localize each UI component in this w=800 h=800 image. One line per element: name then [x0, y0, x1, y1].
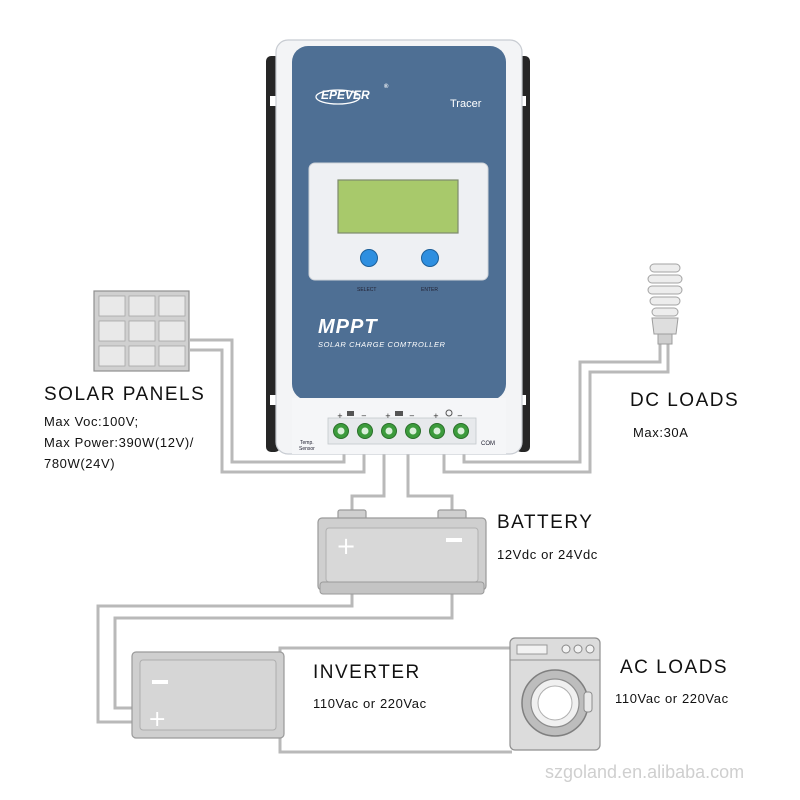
svg-text:−: − [361, 412, 367, 420]
svg-text:+: + [336, 532, 356, 560]
wiring [96, 338, 670, 754]
inverter-icon: + [131, 651, 285, 739]
svg-text:+: + [337, 412, 343, 420]
solar-panels-title: SOLAR PANELS [44, 384, 206, 405]
dc-loads-title: DC LOADS [630, 390, 740, 411]
svg-text:+: + [385, 412, 391, 420]
svg-text:−: − [457, 412, 463, 420]
controller-subtitle: SOLAR CHARGE COMTROLLER [318, 340, 446, 349]
solar-panel-icon [93, 290, 190, 372]
battery-title: BATTERY [497, 512, 594, 533]
battery-icon: + [317, 509, 487, 595]
svg-text:+: + [433, 412, 439, 420]
model-name: Tracer [450, 98, 482, 110]
select-label: SELECT [357, 287, 377, 293]
washing-machine-icon [509, 637, 601, 751]
temp-sensor-label-1: Temp. [300, 440, 314, 446]
select-button[interactable] [360, 249, 378, 267]
enter-button[interactable] [421, 249, 439, 267]
solar-panels-spec-3: 780W(24V) [44, 456, 116, 471]
registered-mark: ® [384, 84, 389, 90]
light-bulb-icon [647, 263, 683, 345]
dc-loads-spec: Max:30A [633, 425, 689, 440]
inverter-spec: 110Vac or 220Vac [313, 696, 427, 711]
solar-panels-spec-2: Max Power:390W(12V)/ [44, 435, 194, 450]
solar-panels-spec-1: Max Voc:100V; [44, 414, 139, 429]
charge-controller: + − + − + − [266, 39, 530, 455]
com-label: COM [481, 441, 495, 447]
battery-spec: 12Vdc or 24Vdc [497, 547, 598, 562]
temp-sensor-label-2: Sensor [299, 446, 315, 452]
svg-text:+: + [148, 707, 166, 732]
svg-text:−: − [409, 412, 415, 420]
watermark: szgoland.en.alibaba.com [545, 762, 745, 782]
inverter-title: INVERTER [313, 662, 421, 683]
enter-label: ENTER [421, 287, 438, 293]
mppt-title: MPPT [318, 316, 378, 338]
ac-loads-spec: 110Vac or 220Vac [615, 691, 729, 706]
ac-loads-title: AC LOADS [620, 657, 729, 678]
brand-logo: EPEVER [321, 88, 370, 102]
